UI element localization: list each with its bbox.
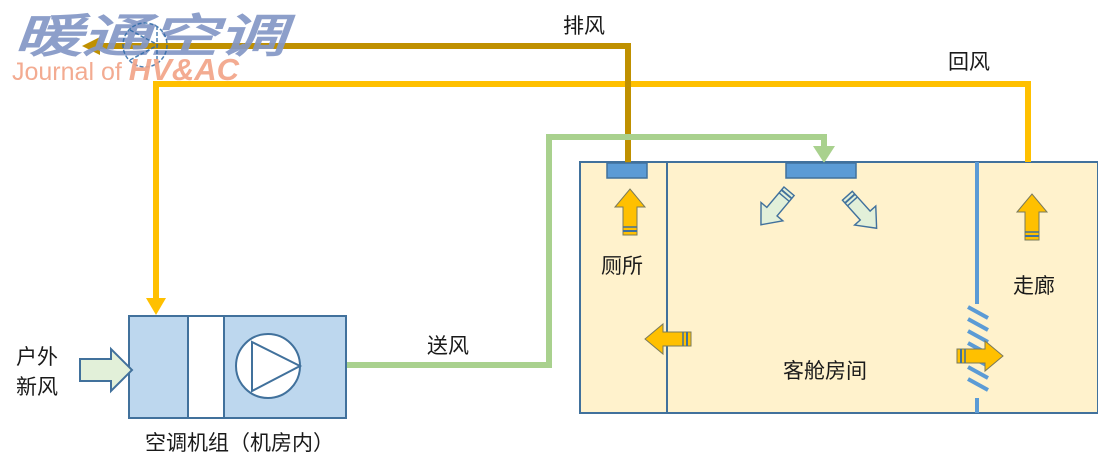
- logo-fan-emblem-icon: [122, 22, 168, 68]
- fresh-air-inlet-arrow-icon: [79, 346, 134, 394]
- return-air-duct: [153, 81, 1031, 300]
- exhaust-air-label: 排风: [563, 14, 605, 38]
- logo-chinese-title: 暖通空调: [14, 9, 296, 63]
- journal-logo: 暖通空调 Journal of HV&AC: [12, 9, 296, 87]
- logo-english-suffix: HV&AC: [129, 52, 240, 87]
- ahu-label: 空调机组（机房内）: [145, 431, 334, 455]
- supply-air-label: 送风: [427, 334, 469, 358]
- toilet-label: 厕所: [601, 254, 643, 278]
- air-handling-unit: [128, 315, 347, 419]
- outdoor-fresh-air-label-line2: 新风: [16, 375, 58, 399]
- supply-air-arrowhead-icon: [813, 146, 835, 163]
- corridor-label: 走廊: [1013, 274, 1055, 298]
- filter-section-icon: [187, 315, 225, 419]
- supply-diffuser: [785, 162, 857, 179]
- fan-icon: [235, 333, 303, 399]
- outdoor-fresh-air-label-line1: 户外: [16, 345, 58, 369]
- return-air-label: 回风: [948, 50, 990, 74]
- return-air-arrowhead-icon: [146, 298, 166, 315]
- logo-english-subtitle: Journal of HV&AC: [12, 52, 240, 87]
- exhaust-grille: [606, 162, 648, 179]
- exhaust-air-duct: [98, 43, 631, 164]
- logo-english-prefix: Journal of: [12, 58, 129, 86]
- supply-air-duct: [300, 134, 827, 368]
- cabin-room-label: 客舱房间: [783, 359, 867, 383]
- exhaust-air-arrowhead-icon: [82, 37, 100, 55]
